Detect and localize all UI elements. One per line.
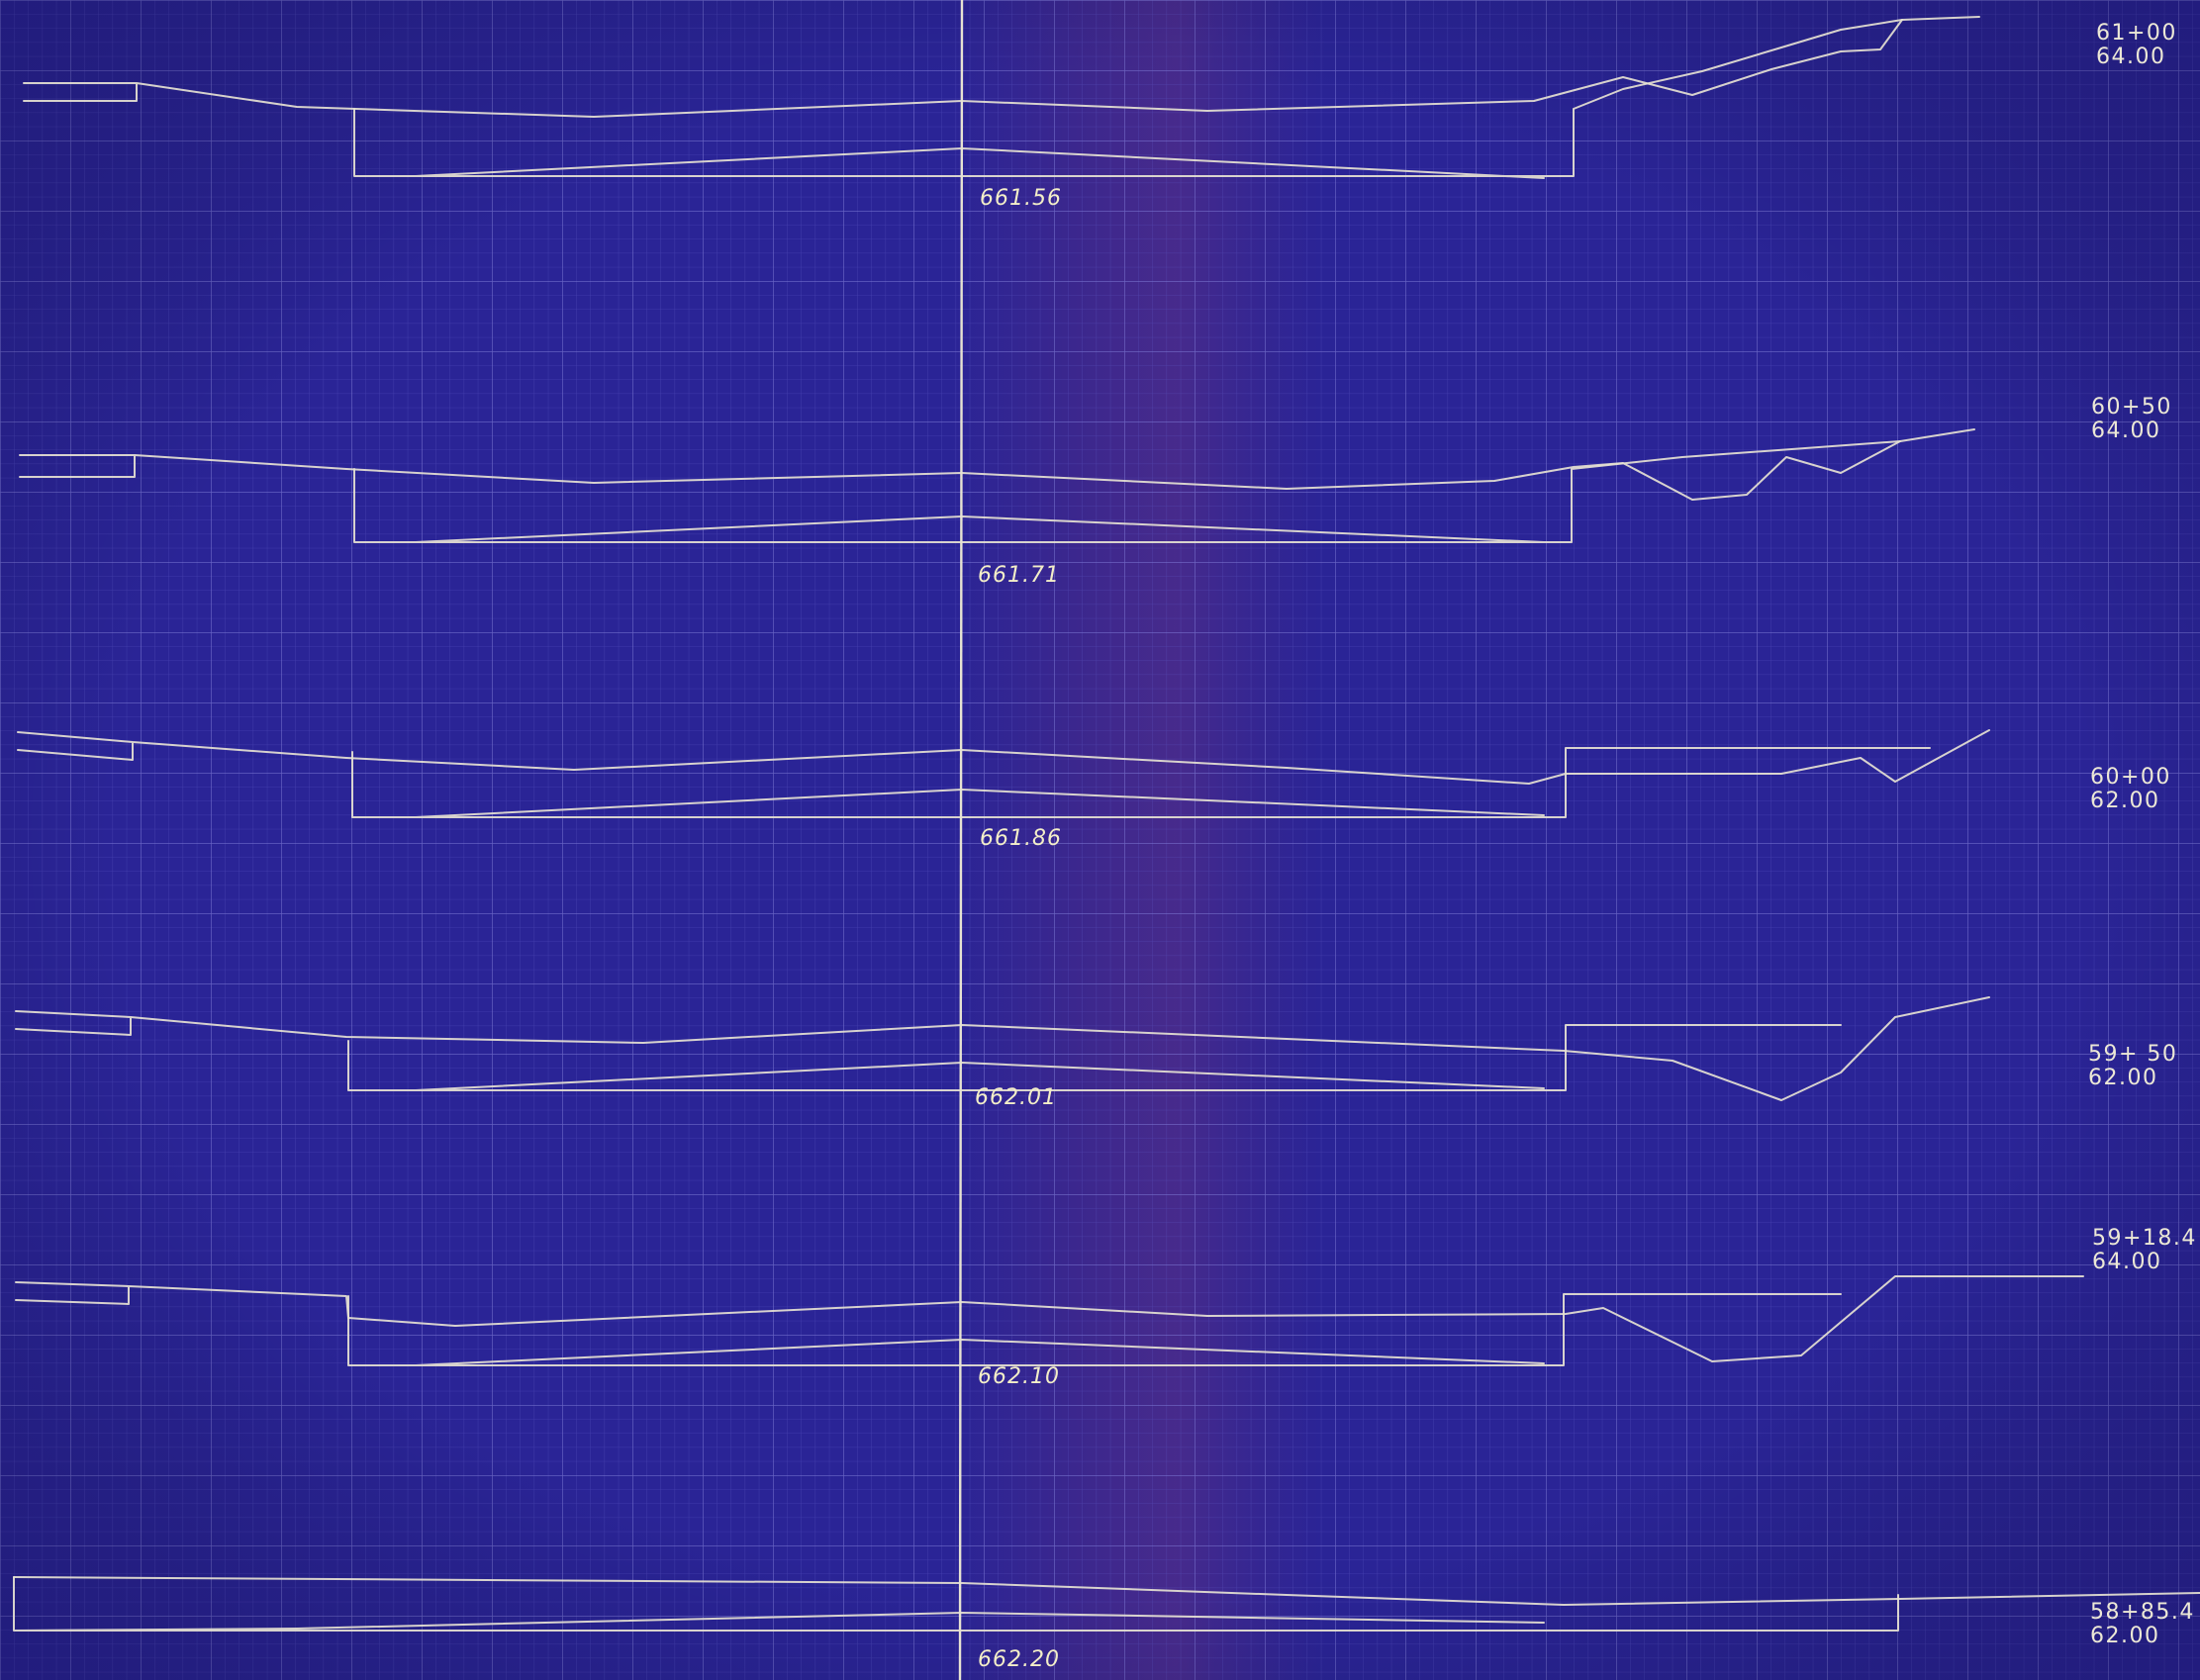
cross-section-3: 661.86 60+00 62.00 bbox=[17, 729, 2171, 851]
roadway-template bbox=[347, 1293, 1842, 1366]
grade-elevation-label: 661.71 bbox=[978, 563, 1060, 588]
roadway-template bbox=[353, 19, 1903, 179]
cross-section-4: 662.01 59+ 50 62.00 bbox=[15, 996, 2177, 1110]
station-label: 59+ 50 bbox=[2088, 1042, 2177, 1067]
grade-elevation-label: 661.56 bbox=[980, 186, 1062, 211]
existing-ground-line bbox=[15, 996, 1990, 1101]
elevation-label: 64.00 bbox=[2092, 1250, 2161, 1274]
station-label: 60+00 bbox=[2090, 765, 2171, 790]
cross-section-1: 661.56 61+00 64.00 bbox=[23, 16, 2177, 211]
station-label: 58+85.4 bbox=[2090, 1600, 2195, 1625]
elevation-label: 64.00 bbox=[2091, 419, 2160, 443]
elevation-label: 62.00 bbox=[2088, 1066, 2157, 1090]
roadway-template bbox=[13, 1576, 1899, 1632]
existing-ground-line bbox=[19, 428, 1975, 501]
existing-ground-line bbox=[23, 16, 1980, 118]
grade-elevation-label: 662.10 bbox=[978, 1364, 1060, 1389]
grade-elevation-label: 662.20 bbox=[978, 1647, 1060, 1672]
grade-elevation-label: 661.86 bbox=[980, 826, 1062, 851]
station-label: 60+50 bbox=[2091, 395, 2172, 420]
station-label: 61+00 bbox=[2096, 21, 2177, 46]
roadway-template bbox=[351, 747, 1931, 818]
elevation-label: 64.00 bbox=[2096, 45, 2165, 69]
cross-section-6: 662.20 58+85.4 62.00 bbox=[13, 1576, 2200, 1672]
cross-section-5: 662.10 59+18.4 64.00 bbox=[15, 1226, 2197, 1389]
centerline bbox=[958, 0, 964, 1680]
elevation-label: 62.00 bbox=[2090, 1624, 2159, 1648]
cross-section-2: 661.71 60+50 64.00 bbox=[19, 395, 2172, 588]
roadway-template bbox=[353, 440, 1901, 543]
roadway-template bbox=[347, 1024, 1842, 1091]
station-label: 59+18.4 bbox=[2092, 1226, 2197, 1251]
grade-elevation-label: 662.01 bbox=[975, 1085, 1057, 1110]
existing-ground-line bbox=[13, 1576, 2200, 1606]
elevation-label: 62.00 bbox=[2090, 789, 2159, 813]
existing-ground-line bbox=[17, 729, 1990, 785]
